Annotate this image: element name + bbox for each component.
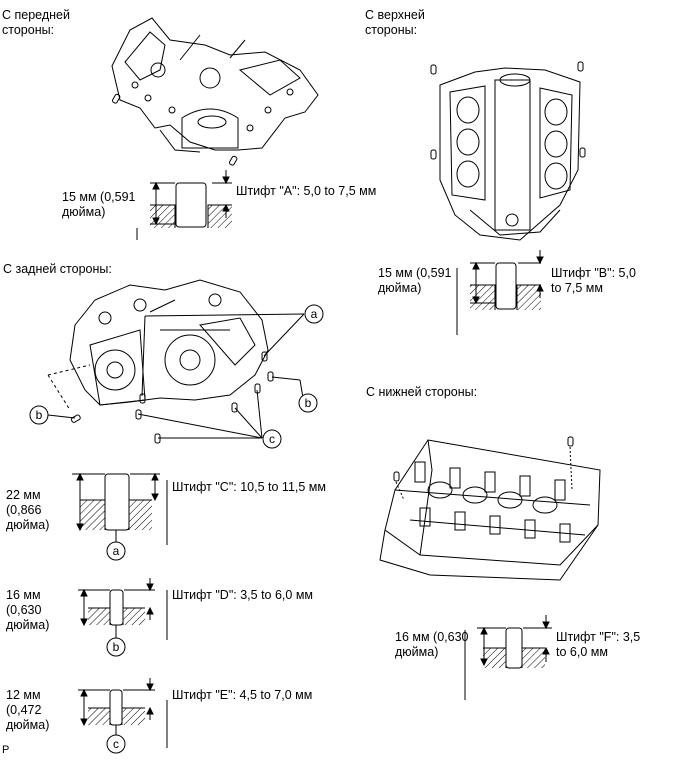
front-view-heading: С передней стороны: <box>2 8 70 37</box>
pin-c-depth-label: 22 мм (0,866 дюйма) <box>6 488 50 532</box>
bottom-view-dowel-pins <box>393 436 574 501</box>
pin-b-depth-label: 15 мм (0,591 дюйма) <box>378 266 452 295</box>
pin-f-detail <box>464 615 552 700</box>
callout-b-rear-right <box>298 393 318 413</box>
callout-letter-b: b <box>36 408 43 422</box>
pin-e-depth-label: 12 мм (0,472 дюйма) <box>6 688 50 732</box>
callout-c-rear <box>262 429 282 449</box>
callout-letter-b: b <box>113 640 120 654</box>
pin-b-detail <box>456 250 544 335</box>
pin-d-depth-label: 16 мм (0,630 дюйма) <box>6 588 50 632</box>
callout-letter-c: c <box>269 432 275 446</box>
pin-d-spec-label: Штифт "D": 3,5 to 6,0 мм <box>172 588 314 602</box>
callout-letter-b: b <box>305 396 312 410</box>
top-view-engine-illustration <box>439 67 581 241</box>
pin-a-detail <box>136 170 232 240</box>
callout-letter-c: c <box>113 737 119 751</box>
corner-mark: P <box>2 744 10 756</box>
bottom-view-engine-illustration <box>379 439 601 581</box>
pin-b-spec-label: Штифт "B": 5,0 to 7,5 мм <box>551 266 636 295</box>
rear-view-leader-lines <box>47 313 305 439</box>
callout-letters: a b b c a b c <box>36 307 318 751</box>
front-view-engine-illustration <box>111 17 319 153</box>
bottom-view-heading: С нижней стороны: <box>366 385 478 399</box>
front-view-dowel-pins <box>111 93 238 166</box>
callout-letter-a: a <box>113 544 120 558</box>
callout-a-rear <box>304 304 324 324</box>
top-view-heading: С верхней стороны: <box>365 8 425 37</box>
callout-circles <box>29 304 324 754</box>
top-view-dowel-pins <box>430 61 586 160</box>
callout-b-pin-d <box>106 637 126 657</box>
pin-e-detail <box>78 678 168 748</box>
pin-a-depth-label: 15 мм (0,591 дюйма) <box>62 190 136 219</box>
callout-b-rear-left <box>29 405 49 425</box>
pin-c-detail <box>72 472 168 545</box>
pin-f-depth-label: 16 мм (0,630 дюйма) <box>395 630 469 659</box>
pin-f-spec-label: Штифт "F": 3,5 to 6,0 мм <box>556 630 641 659</box>
rear-view-dowel-pins <box>70 351 274 444</box>
rear-view-heading: С задней стороны: <box>3 262 112 276</box>
callout-letter-a: a <box>311 307 318 321</box>
callout-a-pin-c <box>106 541 126 561</box>
pin-e-spec-label: Штифт "E": 4,5 to 7,0 мм <box>172 688 313 702</box>
pin-c-spec-label: Штифт "C": 10,5 to 11,5 мм <box>172 480 326 494</box>
rear-view-engine-illustration <box>69 279 269 406</box>
callout-c-pin-e <box>106 734 126 754</box>
pin-a-spec-label: Штифт "A": 5,0 to 7,5 мм <box>236 184 377 198</box>
pin-d-detail <box>78 578 168 640</box>
